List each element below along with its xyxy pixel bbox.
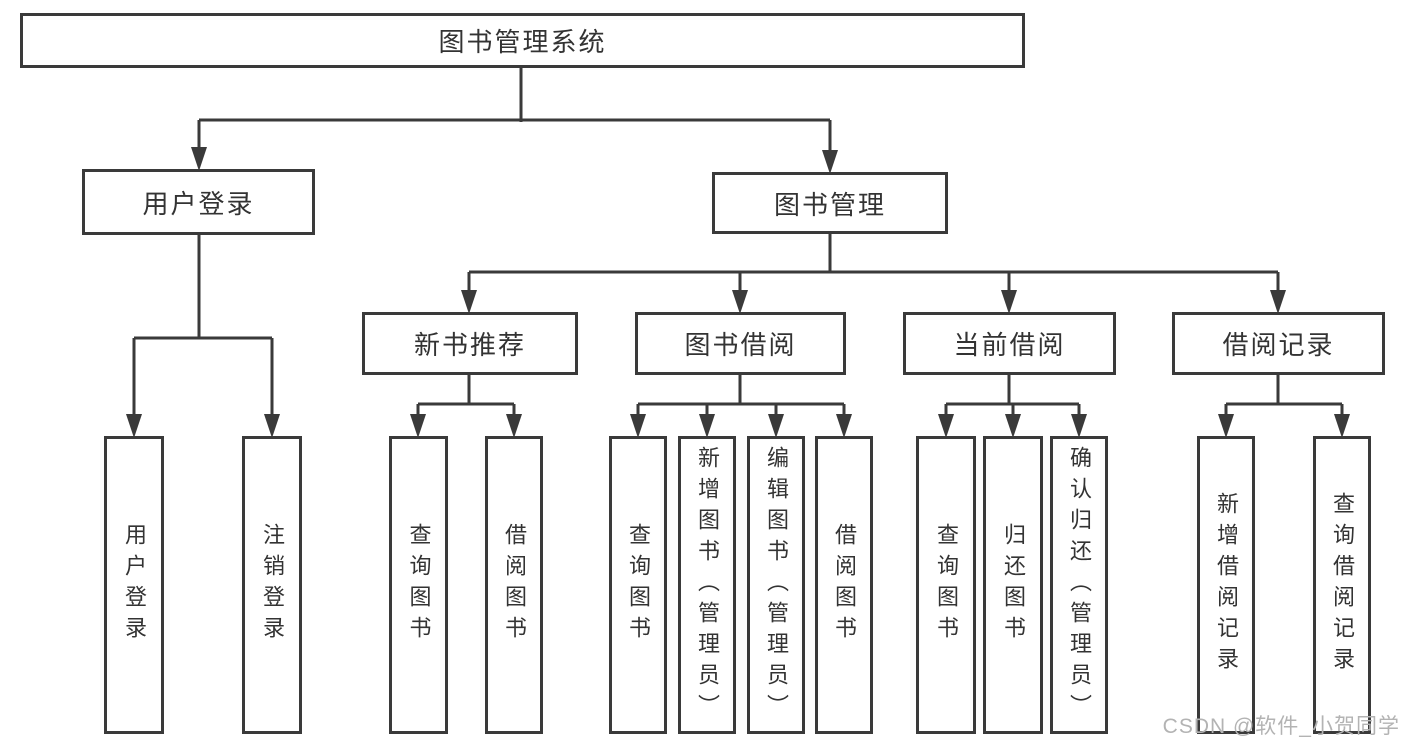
node-label: 查询图书 — [626, 523, 651, 647]
node-label: 新增图书（管理员） — [695, 445, 720, 725]
node-leaf-borrow-add-admin: 新增图书（管理员） — [678, 436, 736, 734]
connector-lines — [132, 66, 1344, 418]
node-label: 查询借阅记录 — [1330, 492, 1355, 678]
node-leaf-current-return: 归还图书 — [983, 436, 1043, 734]
arrowheads — [126, 147, 1350, 438]
node-root: 图书管理系统 — [20, 13, 1025, 68]
node-label: 注销登录 — [260, 523, 285, 647]
node-leaf-logout: 注销登录 — [242, 436, 302, 734]
node-label: 图书管理系统 — [438, 27, 607, 57]
node-label: 用户登录 — [142, 188, 255, 219]
node-label: 查询图书 — [934, 523, 959, 647]
node-leaf-borrow-query: 查询图书 — [609, 436, 667, 734]
node-leaf-newbook-borrow: 借阅图书 — [485, 436, 543, 734]
node-label: 归还图书 — [1001, 523, 1026, 647]
node-leaf-current-confirm-admin: 确认归还（管理员） — [1050, 436, 1108, 734]
node-leaf-borrow-edit-admin: 编辑图书（管理员） — [747, 436, 805, 734]
node-leaf-records-query: 查询借阅记录 — [1313, 436, 1371, 734]
node-borrowing-records: 借阅记录 — [1172, 312, 1385, 375]
node-leaf-user-login: 用户登录 — [104, 436, 164, 734]
node-leaf-borrow-borrow: 借阅图书 — [815, 436, 873, 734]
node-leaf-records-add: 新增借阅记录 — [1197, 436, 1255, 734]
node-label: 编辑图书（管理员） — [764, 445, 789, 725]
node-label: 借阅记录 — [1222, 330, 1335, 360]
node-label: 新增借阅记录 — [1214, 492, 1239, 678]
node-book-borrowing: 图书借阅 — [635, 312, 846, 375]
node-label: 当前借阅 — [953, 330, 1066, 360]
node-label: 用户登录 — [122, 523, 147, 647]
node-label: 图书借阅 — [684, 330, 797, 360]
csdn-watermark: CSDN @软件_小贺同学 — [1162, 715, 1400, 738]
node-book-management: 图书管理 — [712, 172, 948, 234]
node-label: 查询图书 — [406, 523, 432, 647]
node-current-borrowing: 当前借阅 — [903, 312, 1116, 375]
node-leaf-current-query: 查询图书 — [916, 436, 976, 734]
node-leaf-newbook-query: 查询图书 — [389, 436, 448, 734]
node-label: 借阅图书 — [502, 523, 527, 647]
node-label: 新书推荐 — [413, 330, 526, 360]
node-label: 图书管理 — [773, 189, 886, 220]
node-label: 借阅图书 — [832, 523, 857, 647]
node-new-book-recommend: 新书推荐 — [362, 312, 578, 375]
node-user-login: 用户登录 — [82, 169, 315, 235]
node-label: 确认归还（管理员） — [1067, 445, 1092, 725]
